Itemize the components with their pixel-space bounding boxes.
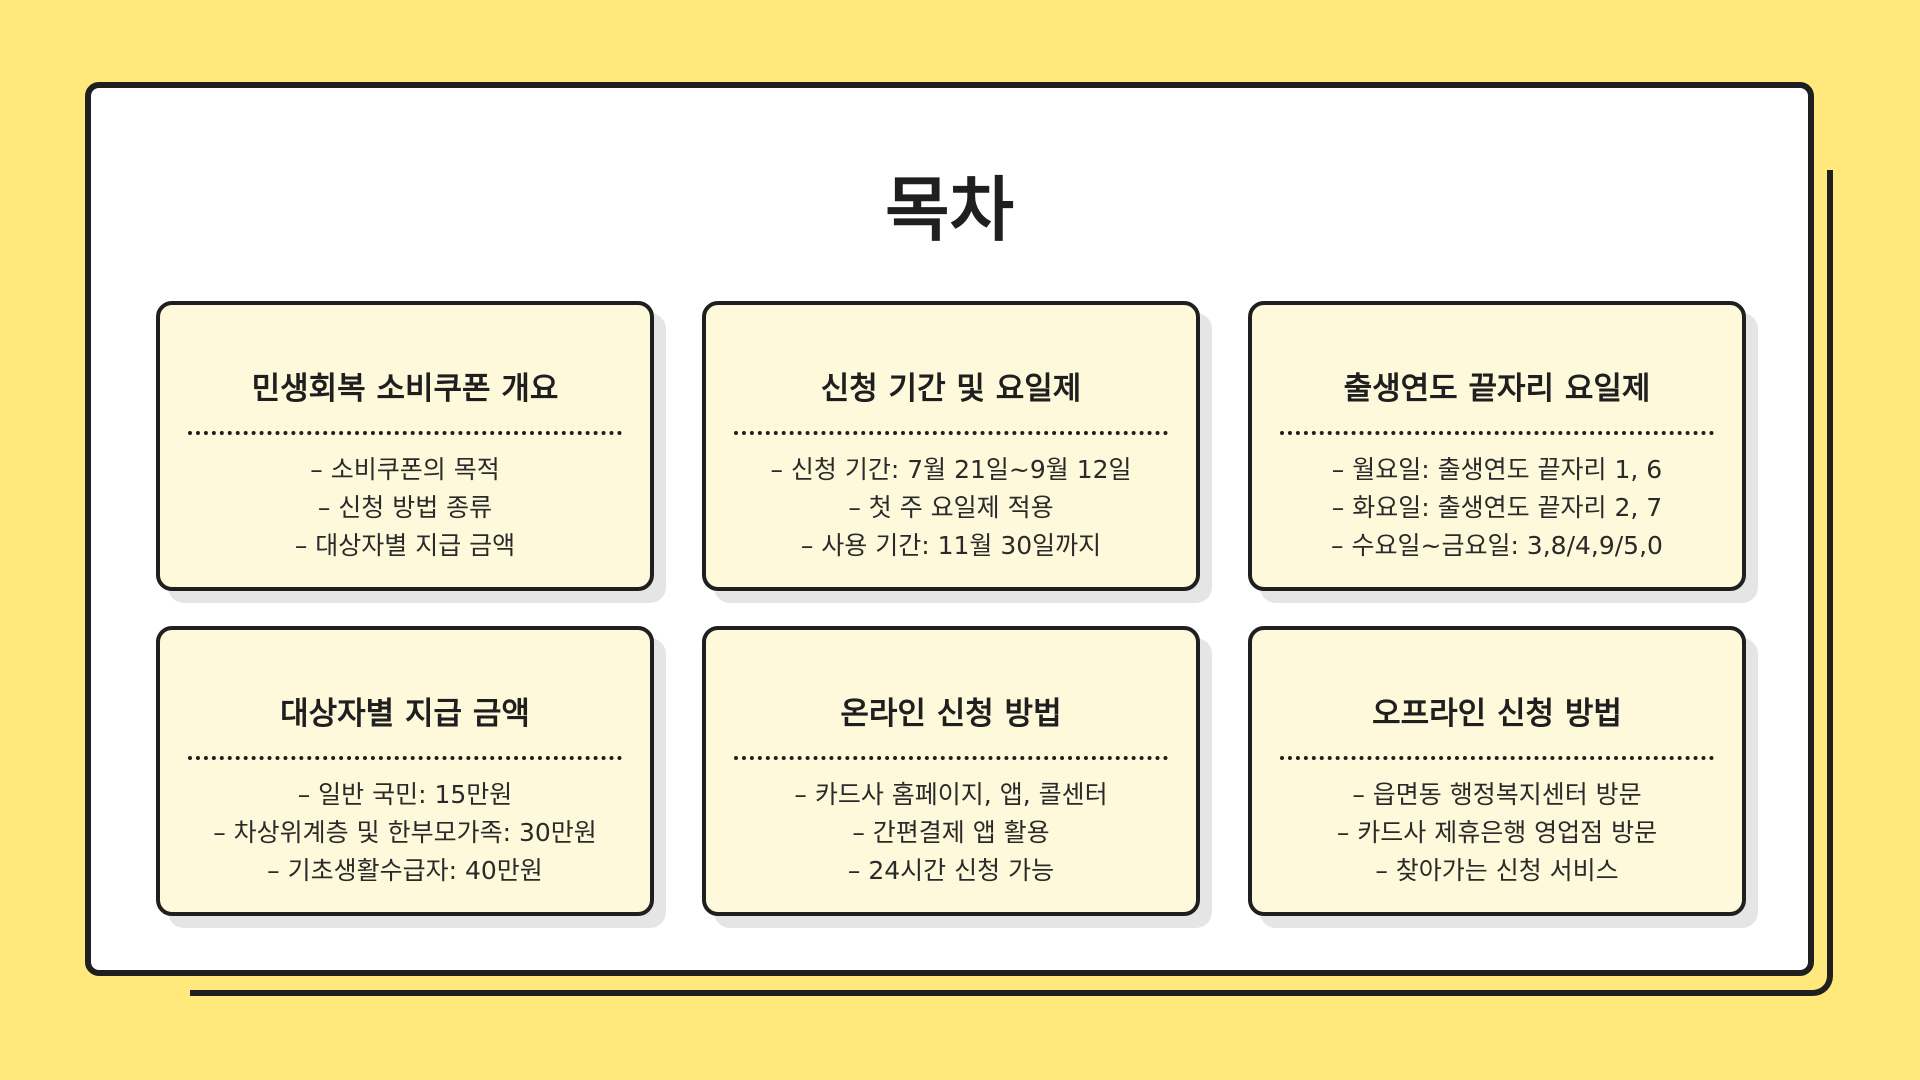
- card-item-list: – 신청 기간: 7월 21일~9월 12일 – 첫 주 요일제 적용 – 사용…: [706, 451, 1196, 565]
- list-item: – 24시간 신청 가능: [847, 856, 1055, 885]
- dotted-divider: [188, 756, 622, 760]
- card-title: 민생회복 소비쿠폰 개요: [251, 371, 559, 407]
- card-title: 신청 기간 및 요일제: [820, 371, 1082, 407]
- list-item: – 읍면동 행정복지센터 방문: [1352, 780, 1642, 809]
- card-title: 출생연도 끝자리 요일제: [1343, 371, 1651, 407]
- card-item-list: – 소비쿠폰의 목적 – 신청 방법 종류 – 대상자별 지급 금액: [160, 451, 650, 565]
- list-item: – 화요일: 출생연도 끝자리 2, 7: [1331, 493, 1663, 522]
- list-item: – 수요일~금요일: 3,8/4,9/5,0: [1331, 531, 1663, 560]
- card-title: 온라인 신청 방법: [840, 696, 1062, 732]
- list-item: – 대상자별 지급 금액: [294, 531, 516, 560]
- card-item-list: – 일반 국민: 15만원 – 차상위계층 및 한부모가족: 30만원 – 기초…: [160, 776, 650, 890]
- page-title: 목차: [885, 169, 1014, 251]
- toc-card-offline: 오프라인 신청 방법 – 읍면동 행정복지센터 방문 – 카드사 제휴은행 영업…: [1248, 626, 1746, 916]
- card-title: 대상자별 지급 금액: [280, 696, 530, 732]
- list-item: – 소비쿠폰의 목적: [310, 455, 500, 484]
- dotted-divider: [734, 756, 1168, 760]
- list-item: – 카드사 제휴은행 영업점 방문: [1336, 818, 1658, 847]
- toc-card-amount: 대상자별 지급 금액 – 일반 국민: 15만원 – 차상위계층 및 한부모가족…: [156, 626, 654, 916]
- list-item: – 신청 기간: 7월 21일~9월 12일: [770, 455, 1132, 484]
- card-item-list: – 읍면동 행정복지센터 방문 – 카드사 제휴은행 영업점 방문 – 찾아가는…: [1252, 776, 1742, 890]
- list-item: – 카드사 홈페이지, 앱, 콜센터: [794, 780, 1108, 809]
- list-item: – 월요일: 출생연도 끝자리 1, 6: [1331, 455, 1663, 484]
- list-item: – 첫 주 요일제 적용: [848, 493, 1054, 522]
- content-frame: 목차 민생회복 소비쿠폰 개요 – 소비쿠폰의 목적 – 신청 방법 종류 – …: [85, 82, 1814, 976]
- list-item: – 기초생활수급자: 40만원: [267, 856, 543, 885]
- toc-card-overview: 민생회복 소비쿠폰 개요 – 소비쿠폰의 목적 – 신청 방법 종류 – 대상자…: [156, 301, 654, 591]
- list-item: – 신청 방법 종류: [317, 493, 493, 522]
- dotted-divider: [188, 431, 622, 435]
- toc-card-birth-year: 출생연도 끝자리 요일제 – 월요일: 출생연도 끝자리 1, 6 – 화요일:…: [1248, 301, 1746, 591]
- list-item: – 차상위계층 및 한부모가족: 30만원: [213, 818, 597, 847]
- card-title: 오프라인 신청 방법: [1372, 696, 1622, 732]
- list-item: – 간편결제 앱 활용: [852, 818, 1050, 847]
- card-item-list: – 카드사 홈페이지, 앱, 콜센터 – 간편결제 앱 활용 – 24시간 신청…: [706, 776, 1196, 890]
- list-item: – 사용 기간: 11월 30일까지: [800, 531, 1102, 560]
- card-item-list: – 월요일: 출생연도 끝자리 1, 6 – 화요일: 출생연도 끝자리 2, …: [1252, 451, 1742, 565]
- dotted-divider: [1280, 431, 1714, 435]
- dotted-divider: [734, 431, 1168, 435]
- toc-card-online: 온라인 신청 방법 – 카드사 홈페이지, 앱, 콜센터 – 간편결제 앱 활용…: [702, 626, 1200, 916]
- toc-card-period: 신청 기간 및 요일제 – 신청 기간: 7월 21일~9월 12일 – 첫 주…: [702, 301, 1200, 591]
- list-item: – 일반 국민: 15만원: [297, 780, 513, 809]
- decorative-back-frame: [190, 170, 1833, 996]
- list-item: – 찾아가는 신청 서비스: [1375, 856, 1619, 885]
- dotted-divider: [1280, 756, 1714, 760]
